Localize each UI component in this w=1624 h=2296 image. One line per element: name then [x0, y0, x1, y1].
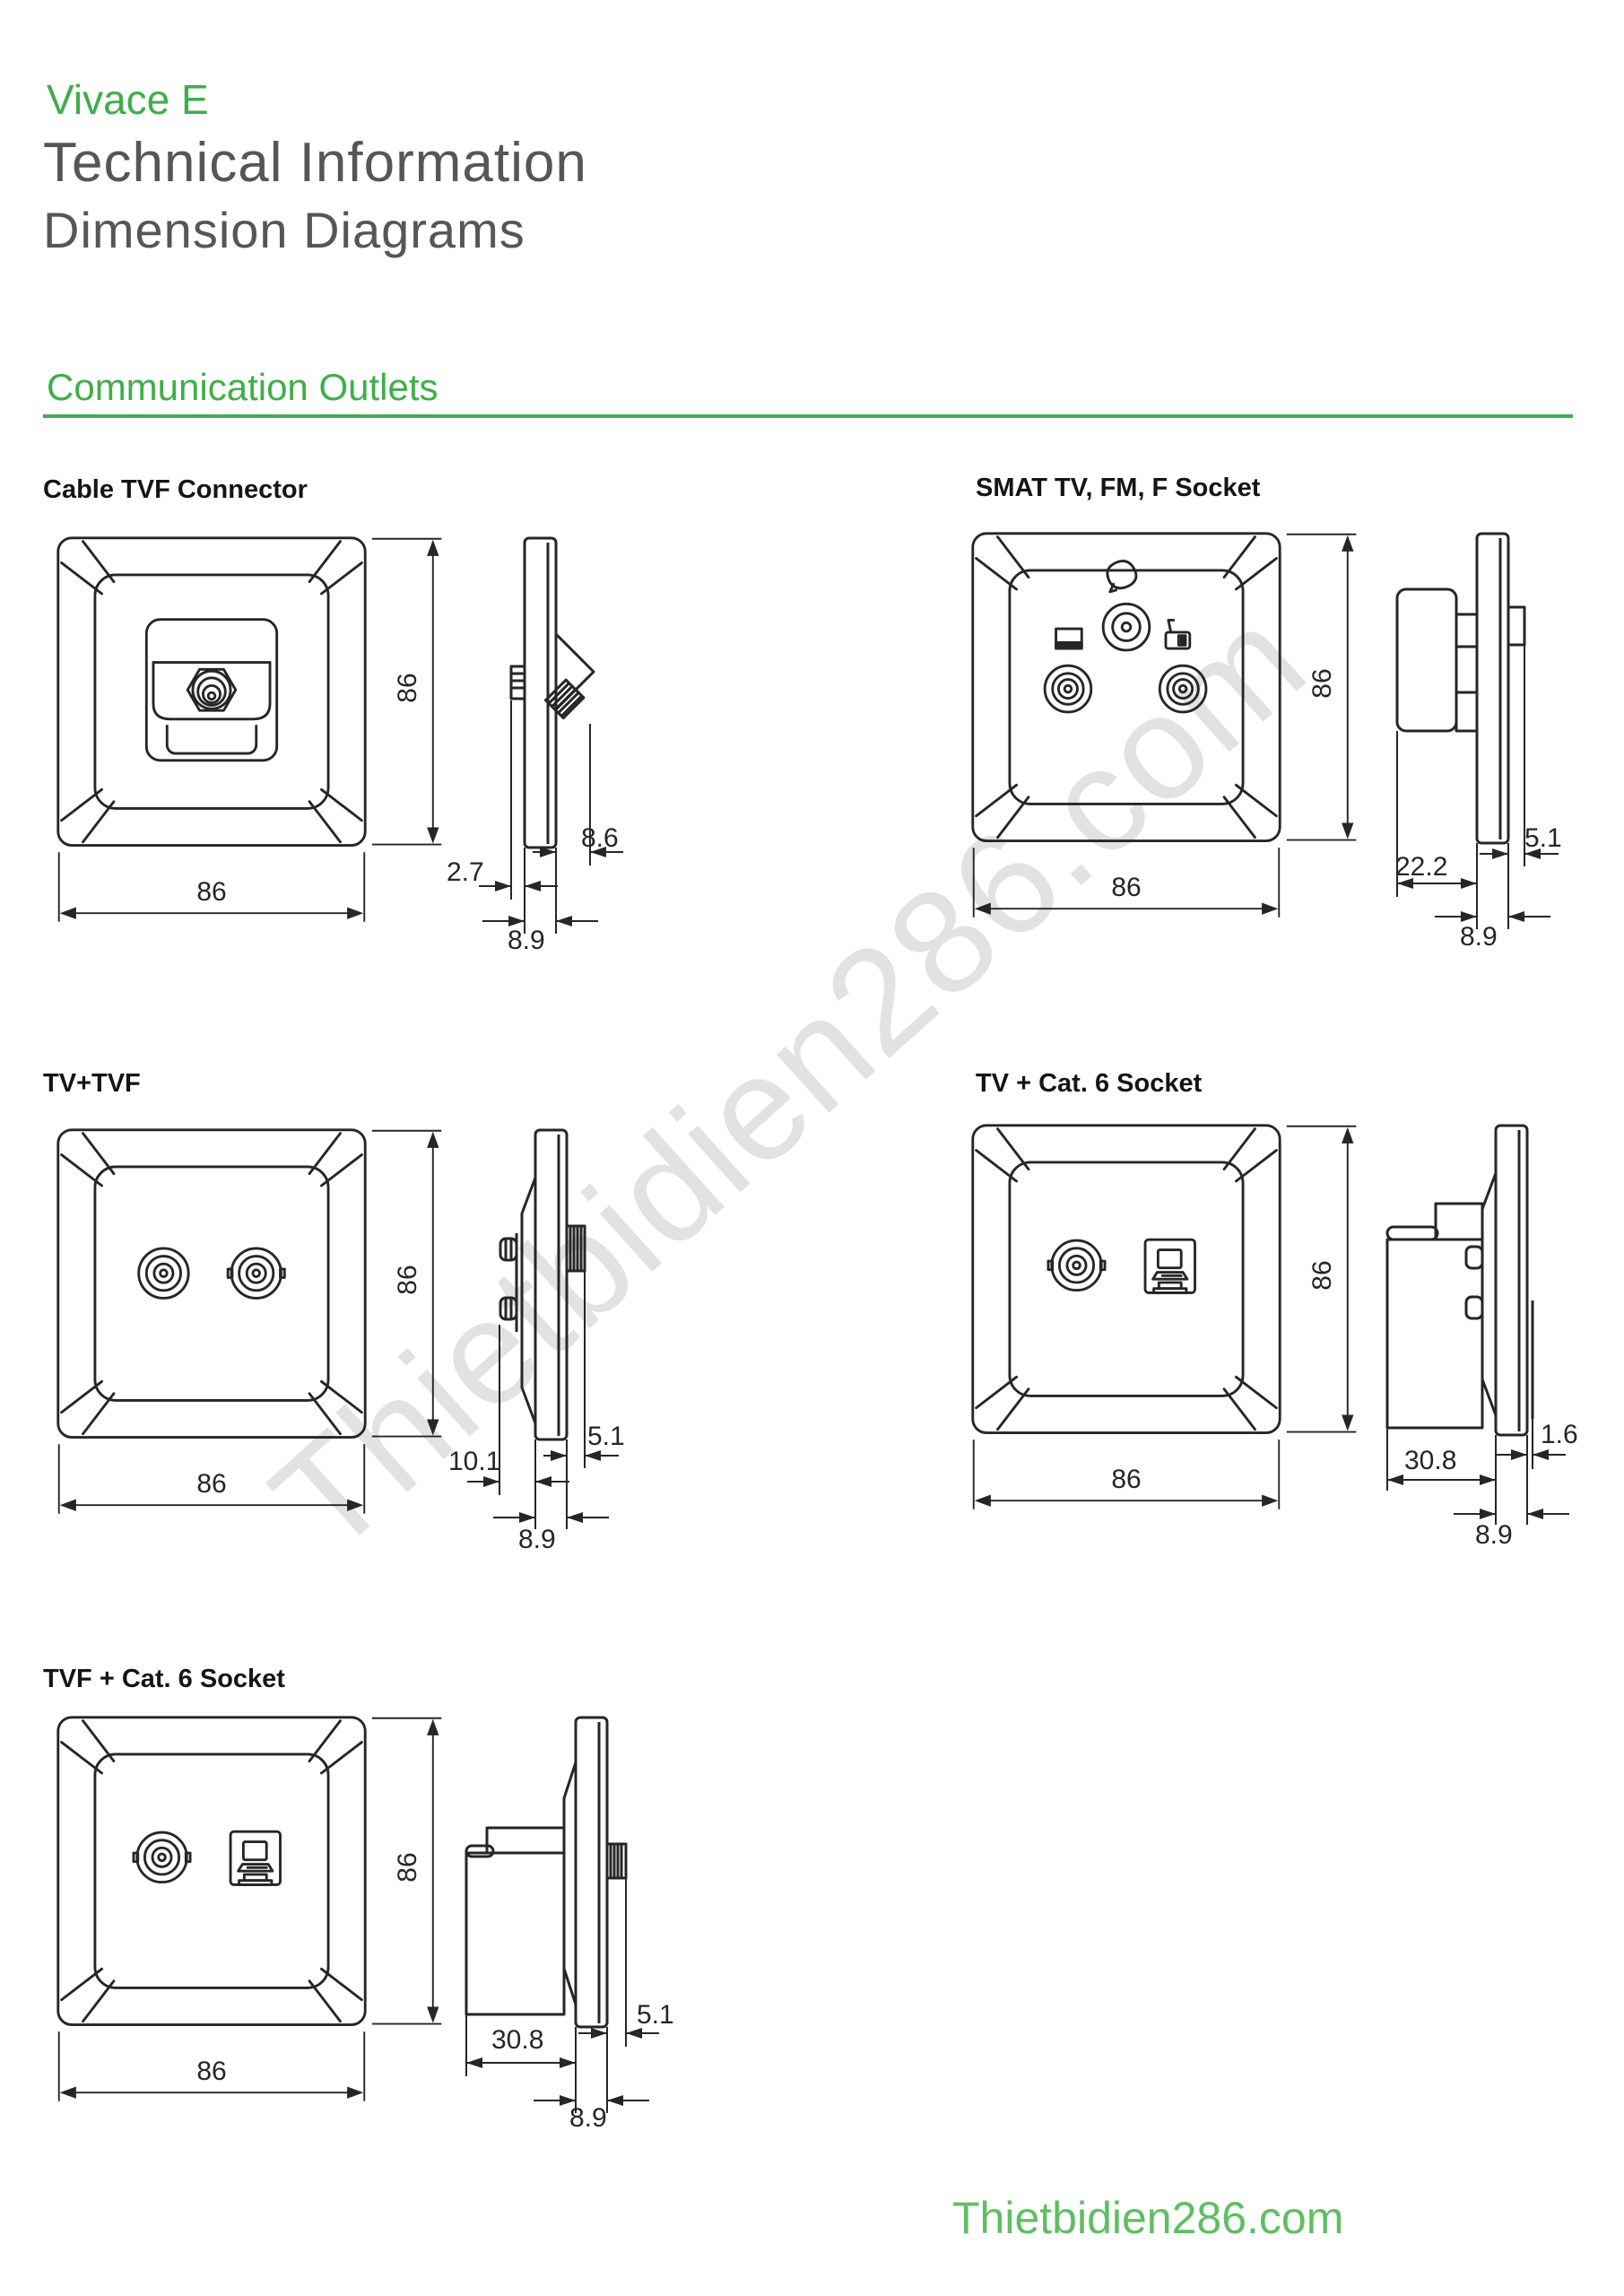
- diagram-title: TV + Cat. 6 Socket: [976, 1069, 1203, 1098]
- diagram-title: SMAT TV, FM, F Socket: [976, 474, 1261, 502]
- dim-label-side-front: 1.6: [1541, 1420, 1578, 1449]
- dim-label-side-front: 5.1: [587, 1422, 625, 1451]
- dim-label-side-front: 5.1: [1524, 823, 1562, 853]
- brand-label: Vivace E: [47, 76, 209, 123]
- footer-site-label: Thietbidien286.com: [952, 2193, 1344, 2243]
- diagram-title: TV+TVF: [43, 1069, 141, 1098]
- side-view-drawing: [1385, 1124, 1569, 1525]
- section-divider: [43, 414, 1573, 418]
- diagram-cable-tvf: Cable TVF Connector: [36, 471, 717, 982]
- diagram-tvf-cat6: TVF + Cat. 6 Socket: [36, 1660, 717, 2171]
- section-heading: Communication Outlets: [47, 366, 439, 408]
- dim-label-height: 86: [1307, 1260, 1337, 1291]
- side-view-drawing: [479, 536, 623, 934]
- front-view-drawing: [971, 1124, 1357, 1509]
- dim-label-width: 86: [196, 2057, 227, 2086]
- dim-label-side-front: 8.6: [581, 823, 619, 853]
- side-view-drawing: [1395, 532, 1559, 929]
- dim-label-side-back: 22.2: [1395, 852, 1448, 882]
- diagram-title: TVF + Cat. 6 Socket: [43, 1665, 285, 1693]
- dim-label-thickness: 8.9: [518, 1525, 556, 1554]
- dim-label-height: 86: [393, 673, 422, 703]
- dim-label-side-back: 30.8: [1404, 1446, 1457, 1475]
- dim-label-width: 86: [1111, 1465, 1142, 1494]
- diagram-title: Cable TVF Connector: [43, 475, 308, 504]
- side-view-drawing: [465, 1716, 659, 2113]
- front-view-drawing: [971, 532, 1357, 918]
- dim-label-height: 86: [393, 1852, 422, 1883]
- diagram-smat: SMAT TV, FM, F Socket: [968, 469, 1605, 980]
- front-view-drawing: [56, 1716, 442, 2101]
- front-view-drawing: [56, 536, 442, 922]
- dim-label-height: 86: [393, 1265, 422, 1295]
- dim-label-width: 86: [1111, 873, 1142, 902]
- dim-label-side-front: 5.1: [637, 2000, 674, 2030]
- dim-label-side-back: 10.1: [448, 1447, 501, 1476]
- dim-label-width: 86: [196, 1469, 227, 1499]
- dim-label-thickness: 8.9: [569, 2103, 607, 2133]
- dim-label-height: 86: [1307, 668, 1337, 699]
- dim-label-side-back: 2.7: [447, 857, 484, 887]
- dim-label-thickness: 8.9: [1460, 922, 1498, 952]
- diagram-tv-tvf: TV+TVF: [36, 1065, 717, 1576]
- diagram-tv-cat6: TV + Cat. 6 Socket: [968, 1065, 1623, 1576]
- front-view-drawing: [56, 1128, 442, 1514]
- dim-label-thickness: 8.9: [508, 926, 545, 955]
- side-view-drawing: [467, 1128, 619, 1529]
- page-title: Technical Information: [43, 132, 587, 194]
- page-subtitle: Dimension Diagrams: [43, 202, 525, 258]
- dim-label-thickness: 8.9: [1475, 1520, 1513, 1550]
- dim-label-width: 86: [196, 877, 227, 907]
- dim-label-side-back: 30.8: [491, 2025, 544, 2055]
